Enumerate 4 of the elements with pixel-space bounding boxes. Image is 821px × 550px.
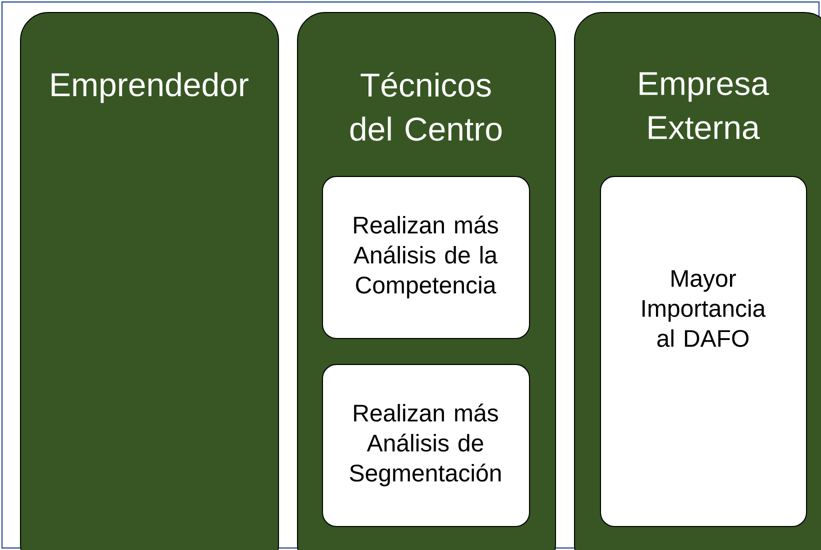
- text-box: Realizan más Análisis de la Competencia: [322, 176, 530, 339]
- text-box: Mayor Importancia al DAFO: [600, 176, 807, 527]
- text-box: Realizan más Análisis de Segmentación: [322, 364, 530, 527]
- column-panel: Emprendedor: [20, 12, 279, 550]
